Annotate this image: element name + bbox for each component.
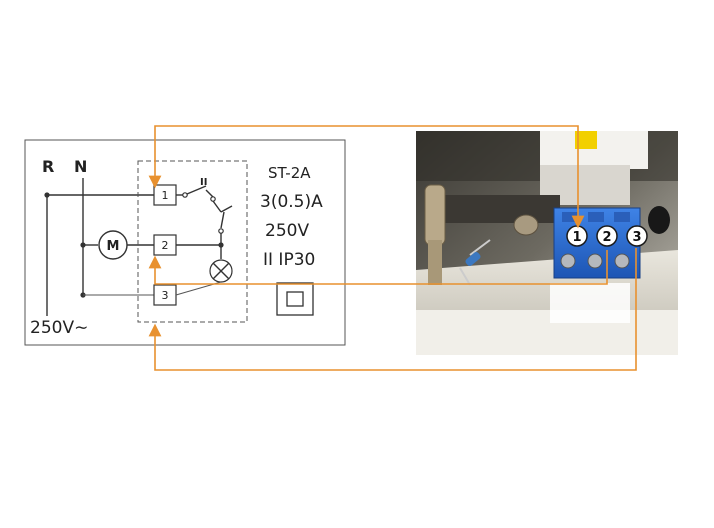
photo-marker-2-label: 2: [602, 230, 611, 245]
class-ip-label: II IP30: [263, 250, 315, 270]
connector-1: [148, 125, 585, 229]
screw-post-stem: [428, 240, 442, 285]
phase-label: R: [42, 157, 54, 176]
schematic-panel: R N M 1 2 3 ΙΙ: [24, 139, 346, 346]
terminal-1-label: 1: [162, 189, 169, 202]
resistor-lead-b: [459, 267, 471, 286]
terminal-mount: [550, 283, 630, 323]
connector-2: [148, 250, 608, 285]
block-slot-3: [614, 212, 630, 222]
common-node: [218, 242, 224, 248]
contact-symbol: ΙΙ: [200, 177, 207, 188]
connector-lines: [148, 125, 637, 371]
neutral-label: N: [74, 157, 87, 176]
photo-marker-3-label: 3: [632, 230, 641, 245]
photo-marker-3: [626, 225, 648, 247]
black-component: [648, 206, 670, 234]
supply-label: 250V∼: [30, 318, 88, 338]
base-front: [416, 310, 678, 355]
voltage-label: 250V: [265, 221, 309, 241]
block-screw-2: [587, 253, 603, 269]
screw-right: [513, 214, 539, 236]
contact-node-c: [218, 228, 224, 234]
double-insulation-icon: [276, 282, 314, 316]
resistor: [465, 252, 481, 266]
yellow-part: [575, 131, 597, 149]
block-slot-1: [562, 212, 578, 222]
block-screw-3: [614, 253, 630, 269]
motor-label: M: [107, 239, 120, 254]
resistor-lead-a: [469, 239, 491, 256]
connector-3: [148, 248, 637, 371]
photo-marker-1-label: 1: [572, 230, 581, 245]
contact-node-b: [210, 196, 216, 202]
thermostat-outline: [137, 160, 248, 323]
photo-marker-2: [596, 225, 618, 247]
model-label: ST-2A: [268, 164, 311, 182]
block-screw-1: [560, 253, 576, 269]
contact-node-a: [182, 192, 188, 198]
metal-bracket: [430, 195, 560, 223]
lamp-cross-b: [212, 262, 230, 280]
double-insulation-inner: [286, 291, 304, 307]
terminal-2-label: 2: [162, 239, 169, 252]
current-rating: 3(0.5)A: [260, 192, 323, 212]
block-slot-2: [588, 212, 604, 222]
screw-post-left: [424, 184, 446, 246]
device-photo: 1 2 3: [416, 131, 678, 355]
terminal-3-label: 3: [162, 289, 169, 302]
